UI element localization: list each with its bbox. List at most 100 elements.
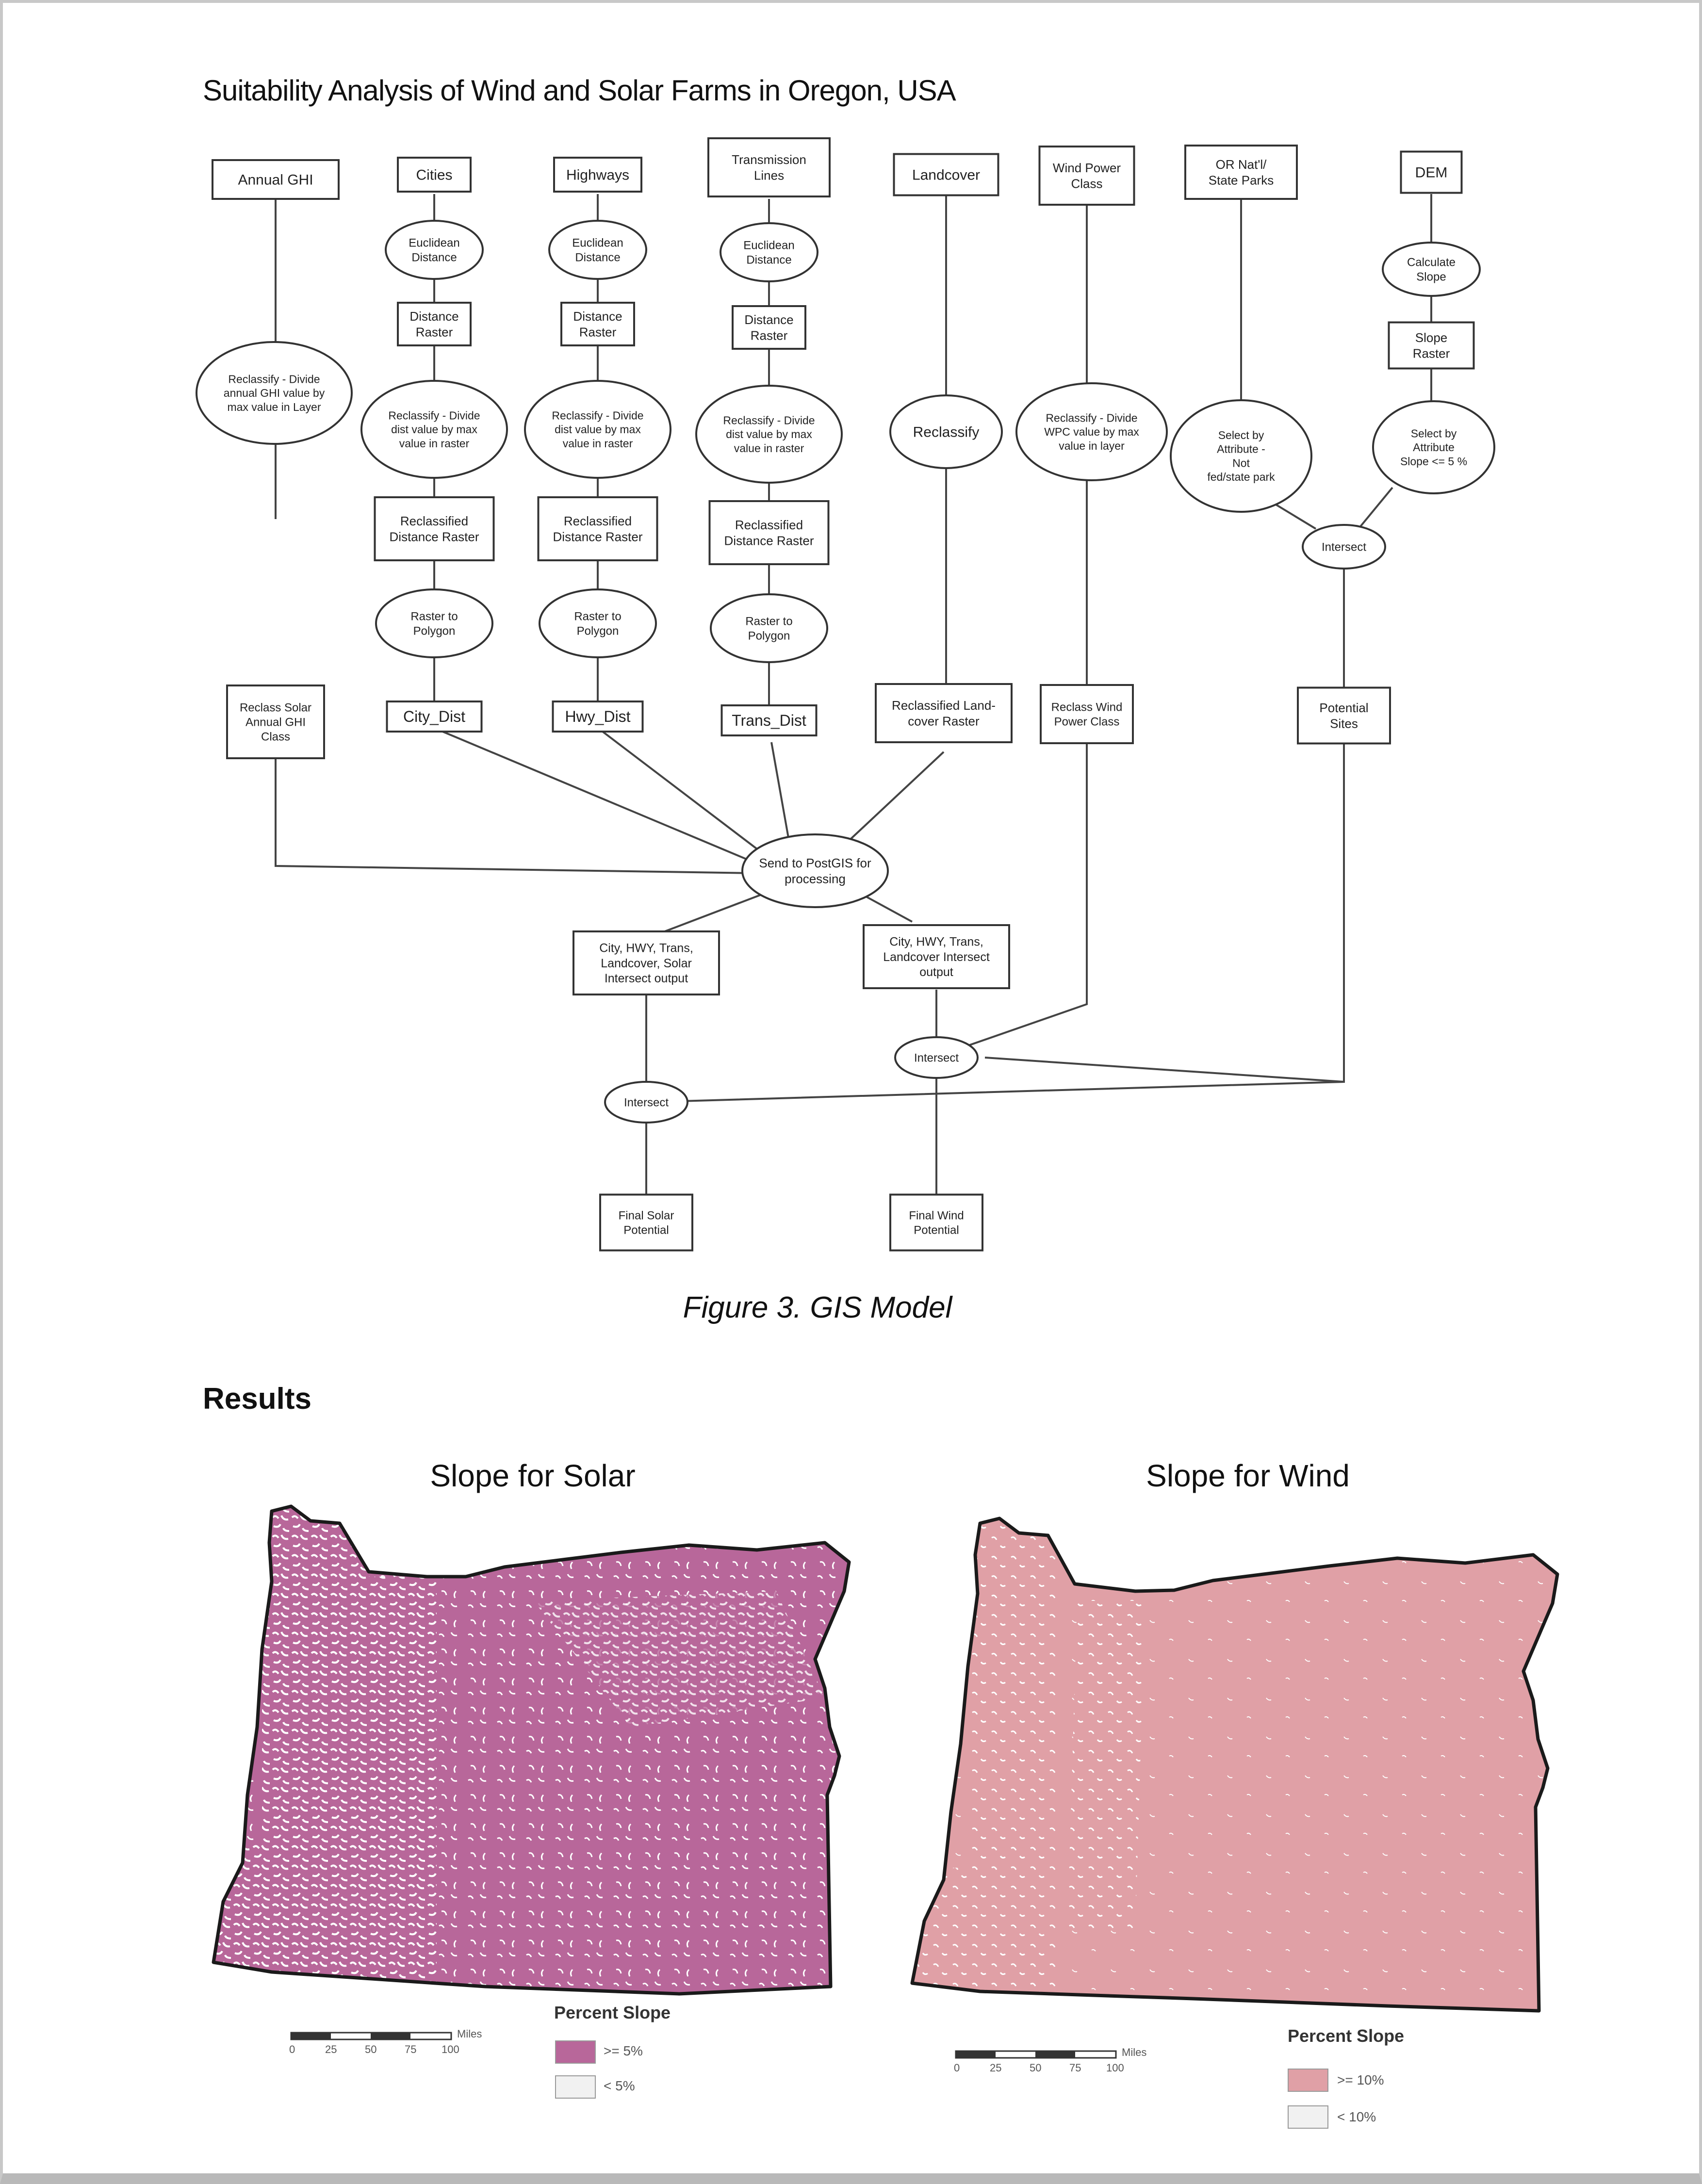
transmission-euclid-ellipse — [720, 222, 818, 282]
cities-reclass-ellipse — [360, 380, 508, 479]
calc-slope-ellipse-text: Slope — [1416, 270, 1446, 283]
landcover-box — [893, 153, 999, 196]
highways-reclass-ellipse — [524, 380, 671, 479]
wind-legend-title: Percent Slope — [1288, 2026, 1405, 2046]
wind-power-box-text: Wind Power — [1053, 161, 1121, 175]
highways-euclid-ellipse-text: Euclidean — [572, 236, 623, 249]
highways-dist-raster-box — [560, 302, 635, 346]
cities-reclassified-box-text: Reclassified — [400, 514, 468, 528]
wind-scale-unit: Miles — [1122, 2046, 1147, 2058]
document-title: Suitability Analysis of Wind and Solar F… — [203, 74, 956, 107]
solar-scale-tick: 0 — [289, 2043, 295, 2055]
cities-raster-poly-ellipse-text: Raster to — [410, 610, 458, 623]
cities-reclassified-box — [374, 496, 495, 561]
final-solar-box-text: Potential — [623, 1223, 669, 1237]
solar-intersect-output-box-text: Landcover, Solar — [601, 957, 692, 970]
cities-reclassified-box-text: Distance Raster — [390, 529, 479, 544]
figure-caption: Figure 3. GIS Model — [683, 1291, 952, 1324]
wind-scale-tick: 75 — [1069, 2062, 1081, 2074]
highways-euclid-ellipse-text: Distance — [575, 251, 620, 264]
dem-box — [1400, 150, 1463, 194]
solar-intersect-ellipse-text: Intersect — [624, 1096, 669, 1109]
solar-scale-unit: Miles — [457, 2028, 482, 2040]
reclass-landcover-box-text: Reclassified Land- — [892, 698, 996, 713]
cities-dist-raster-box-text: Raster — [416, 325, 453, 339]
annual-ghi-box-text: Annual GHI — [238, 172, 313, 188]
transmission-raster-poly-ellipse-text: Polygon — [748, 629, 790, 642]
results-heading: Results — [203, 1382, 311, 1416]
select-slope-ellipse-text: Attribute — [1413, 441, 1455, 454]
select-parks-ellipse-text: Select by — [1218, 429, 1264, 441]
reclass-wind-class-box-text: Reclass Wind — [1051, 701, 1123, 714]
highways-euclid-ellipse — [548, 220, 647, 280]
transmission-reclass-ellipse-text: dist value by max — [726, 428, 812, 440]
solar-legend-label-steep: >= 5% — [604, 2043, 643, 2058]
postgis-ellipse-text: processing — [785, 871, 846, 886]
highways-reclassified-box — [537, 496, 658, 561]
select-parks-ellipse — [1170, 399, 1312, 513]
cities-box — [397, 157, 472, 193]
select-slope-ellipse — [1372, 400, 1495, 494]
wind-scale-tick: 100 — [1106, 2062, 1124, 2074]
transmission-box-text: Transmission — [732, 152, 806, 167]
reclass-solar-box-text: Class — [261, 730, 290, 743]
parks-box-text: OR Nat'l/ — [1216, 157, 1267, 172]
reclass-solar-box-text: Annual GHI — [245, 716, 306, 729]
highways-box-text: Highways — [566, 167, 629, 183]
cities-raster-poly-ellipse — [375, 588, 493, 658]
highways-reclass-ellipse-text: value in raster — [563, 437, 633, 450]
cities-box-text: Cities — [416, 167, 452, 183]
parks-box-text: State Parks — [1209, 173, 1274, 187]
transmission-reclass-ellipse — [695, 385, 843, 484]
cities-reclass-ellipse-text: value in raster — [399, 437, 470, 450]
highways-reclassified-box-text: Reclassified — [564, 514, 632, 528]
cities-dist-raster-box — [397, 302, 472, 346]
highways-dist-raster-box-text: Distance — [573, 309, 622, 324]
postgis-ellipse — [741, 833, 889, 908]
transmission-reclass-ellipse-text: Reclassify - Divide — [723, 414, 815, 426]
final-wind-box-text: Potential — [914, 1223, 959, 1237]
reclassify-ellipse-text: Reclassify — [913, 424, 980, 440]
solar-intersect-output-box-text: Intersect output — [605, 972, 688, 985]
parks-box — [1184, 145, 1298, 200]
gis-model-flowchart: Annual GHI Cities Highways TransmissionLine… — [196, 137, 1495, 1252]
solar-scale-tick: 25 — [325, 2043, 337, 2055]
cities-dist-raster-box-text: Distance — [409, 309, 458, 324]
potential-sites-box-text: Sites — [1330, 716, 1358, 731]
final-solar-box-text: Final Solar — [619, 1209, 674, 1222]
transmission-raster-poly-ellipse-text: Raster to — [745, 615, 792, 628]
highways-raster-poly-ellipse-text: Polygon — [577, 624, 619, 637]
transmission-reclassified-box-text: Reclassified — [735, 518, 803, 532]
final-solar-box — [599, 1193, 693, 1252]
wind-intersect-ellipse — [894, 1036, 979, 1079]
transmission-box — [707, 137, 831, 197]
transmission-dist-raster-box — [732, 305, 806, 350]
wind-intersect-ellipse-text: Intersect — [914, 1051, 959, 1064]
reclass-ghi-ellipse — [196, 341, 353, 445]
wind-legend-swatch-steep — [1288, 2069, 1328, 2092]
wind-intersect-output-box-text: City, HWY, Trans, — [889, 935, 983, 949]
wind-intersect-output-box-text: output — [919, 965, 953, 979]
solar-legend-label-flat: < 5% — [604, 2078, 635, 2093]
transmission-reclass-ellipse-text: value in raster — [734, 442, 804, 455]
landcover-box-text: Landcover — [912, 167, 980, 183]
parks-slope-intersect-ellipse — [1302, 524, 1386, 570]
wind-reclass-ellipse-text: value in layer — [1059, 440, 1125, 452]
transmission-reclassified-box-text: Distance Raster — [724, 533, 814, 548]
wind-scale-tick: 25 — [990, 2062, 1002, 2074]
reclassify-ellipse — [889, 394, 1003, 469]
potential-sites-box-text: Potential — [1319, 701, 1368, 715]
wind-scale-tick: 0 — [954, 2062, 960, 2074]
wind-intersect-output-box-text: Landcover Intersect — [883, 950, 990, 964]
solar-scale-tick: 75 — [405, 2043, 417, 2055]
cities-euclid-ellipse-text: Distance — [411, 251, 457, 264]
select-parks-ellipse-text: Attribute - — [1217, 443, 1265, 456]
cities-reclass-ellipse-text: dist value by max — [391, 423, 477, 436]
wind-reclass-ellipse-text: WPC value by max — [1044, 425, 1139, 438]
city-dist-box — [386, 701, 483, 733]
highways-reclass-ellipse-text: Reclassify - Divide — [552, 409, 643, 422]
calc-slope-ellipse-text: Calculate — [1407, 256, 1456, 269]
trans-dist-box — [720, 704, 818, 736]
transmission-box-text: Lines — [754, 168, 784, 182]
reclass-ghi-ellipse-text: Reclassify - Divide — [228, 373, 320, 385]
